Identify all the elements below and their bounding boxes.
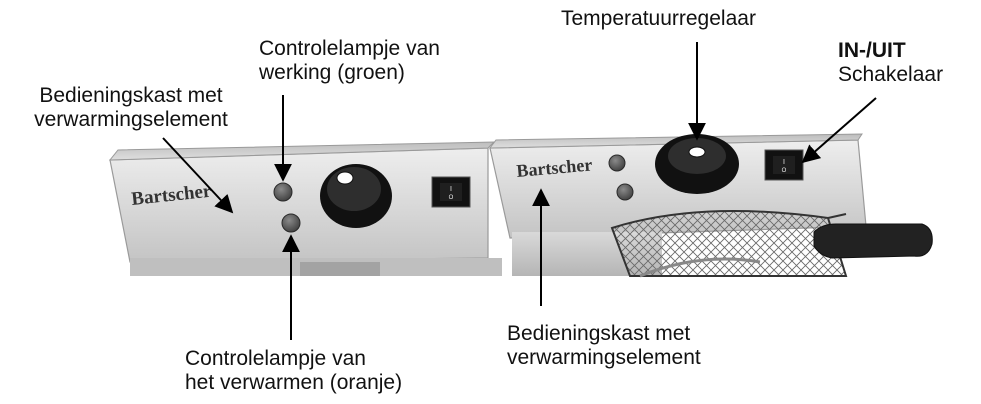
thermostat-knob-right[interactable] xyxy=(655,134,739,194)
label-switch-subtitle: Schakelaar xyxy=(838,63,944,86)
label-control-box-left: Bedieningskast met verwarmingselement xyxy=(34,84,228,131)
label-switch: IN-/UIT Schakelaar xyxy=(838,39,943,87)
switch-symbol-off-right: O xyxy=(782,168,787,174)
power-switch-left[interactable]: I O xyxy=(431,176,471,208)
label-switch-title: IN-/UIT xyxy=(838,39,906,62)
pilot-lamp-right-bottom xyxy=(616,183,634,201)
thermostat-knob-left[interactable] xyxy=(320,164,392,228)
label-pilot-heating: Controlelampje van het verwarmen (oranje… xyxy=(185,347,403,394)
label-control-box-right: Bedieningskast met verwarmingselement xyxy=(507,322,701,369)
arrow-control-box-left xyxy=(162,137,234,214)
label-pilot-operation: Controlelampje van werking (groen) xyxy=(259,37,440,84)
switch-symbol-off: O xyxy=(449,195,454,201)
control-box-left xyxy=(108,141,502,276)
switch-symbol-on-right: I xyxy=(783,159,785,166)
pilot-lamp-operation xyxy=(273,182,293,202)
arrow-switch xyxy=(801,97,877,164)
switch-symbol-on: I xyxy=(450,186,452,193)
callout-arrows xyxy=(162,42,877,340)
power-switch-right[interactable]: I O xyxy=(764,149,804,181)
pilot-lamp-heating xyxy=(281,213,301,233)
basket-handle xyxy=(813,223,933,259)
pilot-lamp-right-top xyxy=(608,154,626,172)
label-thermostat: Temperatuurregelaar xyxy=(561,7,756,30)
fry-basket xyxy=(610,209,933,278)
